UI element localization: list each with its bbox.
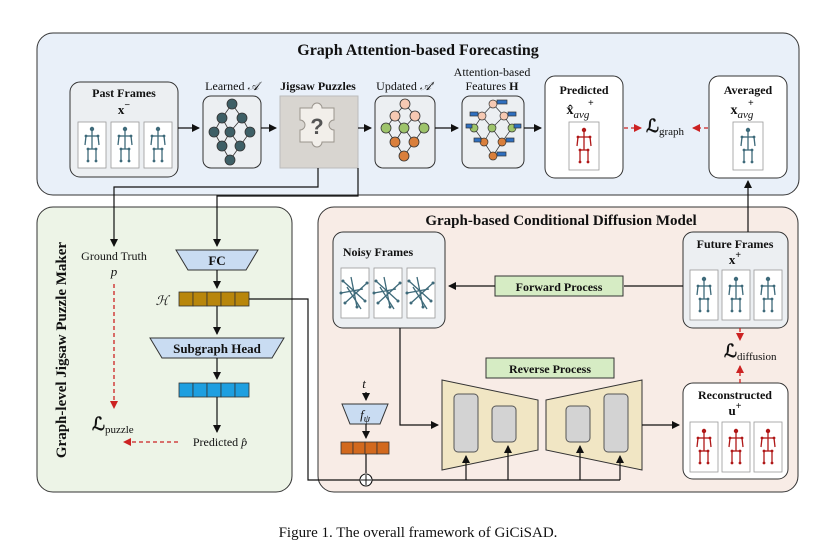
puzzle-piece-icon: ? <box>299 102 335 148</box>
jigsaw-label: Jigsaw Puzzles <box>280 79 356 93</box>
left-panel-title: Graph-level Jigsaw Puzzle Maker <box>54 242 70 459</box>
loss-puzzle: ℒpuzzle <box>92 414 134 436</box>
future-frames-symbol: x+ <box>729 250 742 267</box>
right-panel-title: Graph-based Conditional Diffusion Model <box>425 213 696 229</box>
f-psi-output-cells <box>340 441 390 455</box>
svg-text:?: ? <box>310 114 323 139</box>
reconstructed-skeletons <box>689 421 783 473</box>
ground-truth-label: Ground Truth <box>81 249 147 263</box>
predicted-label: Predicted <box>559 83 608 97</box>
fc-block <box>175 249 259 271</box>
learned-a-label: Learned 𝒜 <box>205 79 262 93</box>
f-psi-label: fψ <box>360 407 371 425</box>
f-psi-block <box>341 403 389 425</box>
learned-graph <box>208 98 256 166</box>
averaged-label: Averaged <box>724 83 773 97</box>
attention-label-line2: Features H <box>466 79 520 93</box>
reconstructed-label: Reconstructed <box>698 388 772 402</box>
noisy-frames-label: Noisy Frames <box>343 245 414 259</box>
averaged-sup: + <box>748 98 754 109</box>
future-frames-label: Future Frames <box>697 237 774 251</box>
forward-process-label: Forward Process <box>516 280 603 294</box>
left-arrows <box>110 168 359 433</box>
reconstructed-symbol: u+ <box>729 401 742 418</box>
reverse-process-box <box>485 357 615 379</box>
loss-graph: ℒgraph <box>646 116 685 138</box>
top-panel-title: Graph Attention-based Forecasting <box>297 42 538 59</box>
future-skeletons <box>689 269 783 321</box>
past-frames-skeletons <box>77 121 173 169</box>
averaged-symbol: xavg <box>731 103 754 121</box>
noisy-skeletons <box>338 267 436 319</box>
attention-graph <box>465 99 522 161</box>
subgraph-head-block <box>149 337 285 359</box>
updated-graph <box>380 98 430 162</box>
subgraph-head-label: Subgraph Head <box>173 341 262 356</box>
attention-label-line1: Attention-based <box>454 65 531 79</box>
fc-label: FC <box>208 253 225 268</box>
predicted-symbol: x̂avg <box>567 103 590 121</box>
updated-a-label: Updated 𝒜′ <box>376 79 435 93</box>
figure-caption: Figure 1. The overall framework of GiCiS… <box>279 525 558 541</box>
encoder-layer-1 <box>453 393 479 453</box>
t-symbol: t <box>362 376 366 391</box>
past-frames-label: Past Frames <box>92 86 156 100</box>
subgraph-output-cells <box>178 382 250 398</box>
ground-truth-symbol: p <box>110 264 118 279</box>
past-frames-symbol: x− <box>118 100 131 117</box>
encoder-layer-2 <box>491 405 517 443</box>
right-arrows <box>249 180 752 481</box>
decoder-layer-2 <box>603 393 629 453</box>
h-feature-cells <box>178 291 250 307</box>
decoder-layer-1 <box>565 405 591 443</box>
predicted-p-label: Predicted p̂ <box>193 435 247 449</box>
predicted-sup: + <box>588 98 594 109</box>
reverse-process-label: Reverse Process <box>509 362 591 376</box>
h-symbol: ℋ <box>156 293 171 308</box>
loss-diffusion: ℒdiffusion <box>724 341 777 363</box>
